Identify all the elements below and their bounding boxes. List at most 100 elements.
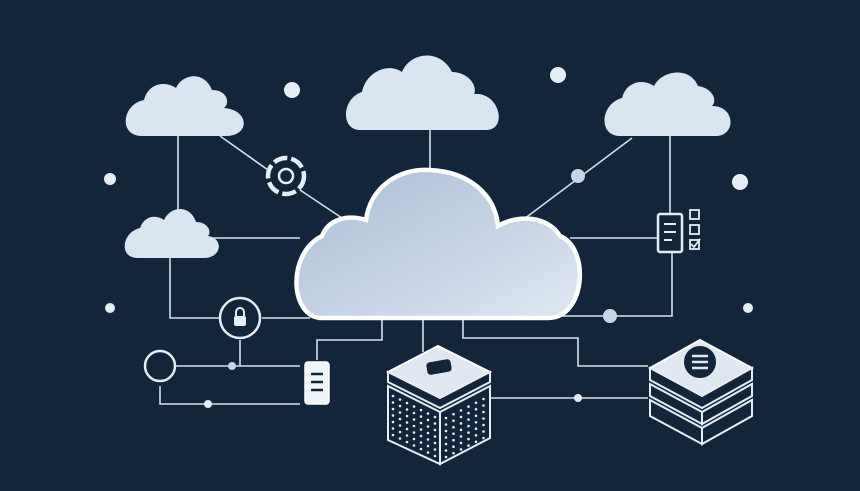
perforation-dot xyxy=(459,422,463,425)
cloud-top-center-icon xyxy=(345,55,499,130)
perforation-dot xyxy=(482,397,485,401)
perforation-dot xyxy=(426,444,430,448)
perforation-dot xyxy=(391,394,395,398)
perforation-dot xyxy=(452,432,455,436)
perforation-dot xyxy=(426,425,430,428)
dot-icon xyxy=(105,303,115,313)
perforation-dot xyxy=(391,420,395,424)
perforation-dot xyxy=(405,427,409,431)
dot-icon xyxy=(574,394,582,402)
connector-lines xyxy=(159,130,673,405)
perforation-dot xyxy=(433,454,437,458)
perforation-dot xyxy=(452,451,455,455)
perforation-dot xyxy=(405,408,409,411)
junction-node-icon xyxy=(571,169,585,183)
perforation-dot xyxy=(433,422,437,425)
perforation-dot xyxy=(474,401,478,405)
perforation-dot xyxy=(467,431,470,434)
perforation-dot xyxy=(467,437,470,441)
circle-node-icon xyxy=(143,349,177,383)
perforation-dot xyxy=(412,437,416,441)
dot-icon xyxy=(743,303,753,313)
perforation-dot xyxy=(474,434,478,437)
perforation-dot xyxy=(426,451,430,454)
perforation-dot xyxy=(398,411,402,414)
perforation-dot xyxy=(412,431,416,434)
server-left-icon xyxy=(385,344,493,466)
perforation-dot xyxy=(405,414,409,418)
perforation-dot xyxy=(444,429,448,433)
perforation-dot xyxy=(426,412,430,415)
perforation-dot xyxy=(444,436,448,439)
perforation-dot xyxy=(412,424,416,428)
gear-icon xyxy=(265,155,307,197)
perforation-dot xyxy=(391,433,395,437)
cloud-middle-left-icon xyxy=(124,209,219,258)
perforation-dot xyxy=(482,430,485,433)
perforation-dot xyxy=(474,408,478,411)
perforation-dot xyxy=(405,434,409,437)
perforation-dot xyxy=(419,434,423,438)
server-right-icon xyxy=(647,338,755,446)
perforation-dot xyxy=(419,408,423,412)
junction-node-icon xyxy=(603,309,617,323)
perforation-dot xyxy=(433,435,437,438)
checklist-icon xyxy=(656,209,701,254)
perforation-dot xyxy=(474,414,478,418)
junction-node-icon xyxy=(228,362,236,370)
lock-icon xyxy=(218,296,262,340)
perforation-dot xyxy=(419,428,423,431)
perforation-dot xyxy=(391,407,395,411)
perforation-dot xyxy=(444,416,448,420)
perforation-dot xyxy=(467,405,470,408)
perforation-dot xyxy=(426,431,430,435)
perforation-dot xyxy=(459,441,463,445)
perforation-dot xyxy=(412,411,416,415)
perforation-dot xyxy=(412,418,416,421)
decorative-dots xyxy=(104,67,753,408)
perforation-dot xyxy=(391,414,395,417)
perforation-dot xyxy=(482,410,485,414)
perforation-dot xyxy=(405,401,409,405)
perforation-dot xyxy=(398,424,402,427)
main-cloud-icon xyxy=(294,167,583,321)
perforation-dot xyxy=(459,409,463,412)
dot-icon xyxy=(204,400,212,408)
perforation-dot xyxy=(482,404,485,407)
perforation-dot xyxy=(444,449,448,452)
perforation-dot xyxy=(405,440,409,444)
perforation-dot xyxy=(426,438,430,441)
perforation-dot xyxy=(452,412,455,416)
perforation-dot xyxy=(459,448,463,451)
perforation-dot xyxy=(398,437,402,440)
perforation-dot xyxy=(459,428,463,432)
perforation-dot xyxy=(398,404,402,408)
perforation-dot xyxy=(482,423,485,427)
perforation-dot xyxy=(474,421,478,424)
perforation-dot xyxy=(482,417,485,420)
perforation-dot xyxy=(444,442,448,446)
perforation-dot xyxy=(467,444,470,447)
perforation-dot xyxy=(419,447,423,451)
perforation-dot xyxy=(391,401,395,404)
perforation-dot xyxy=(467,411,470,415)
dot-icon xyxy=(104,173,116,185)
junction-nodes xyxy=(228,169,617,370)
perforation-dot xyxy=(452,438,455,442)
perforation-dot xyxy=(419,415,423,418)
perforation-dot xyxy=(405,421,409,424)
perforation-dot xyxy=(412,405,416,408)
perforation-dot xyxy=(467,418,470,421)
perforation-dot xyxy=(467,424,470,428)
perforation-dot xyxy=(419,421,423,425)
perforation-dot xyxy=(444,455,448,459)
perforation-dot xyxy=(444,423,448,426)
perforation-dot xyxy=(459,415,463,419)
perforation-dot xyxy=(419,441,423,444)
dot-icon xyxy=(284,82,300,98)
perforation-dot xyxy=(433,428,437,432)
clouds xyxy=(124,55,731,321)
perforation-dot xyxy=(433,441,437,445)
dot-icon xyxy=(550,67,566,83)
